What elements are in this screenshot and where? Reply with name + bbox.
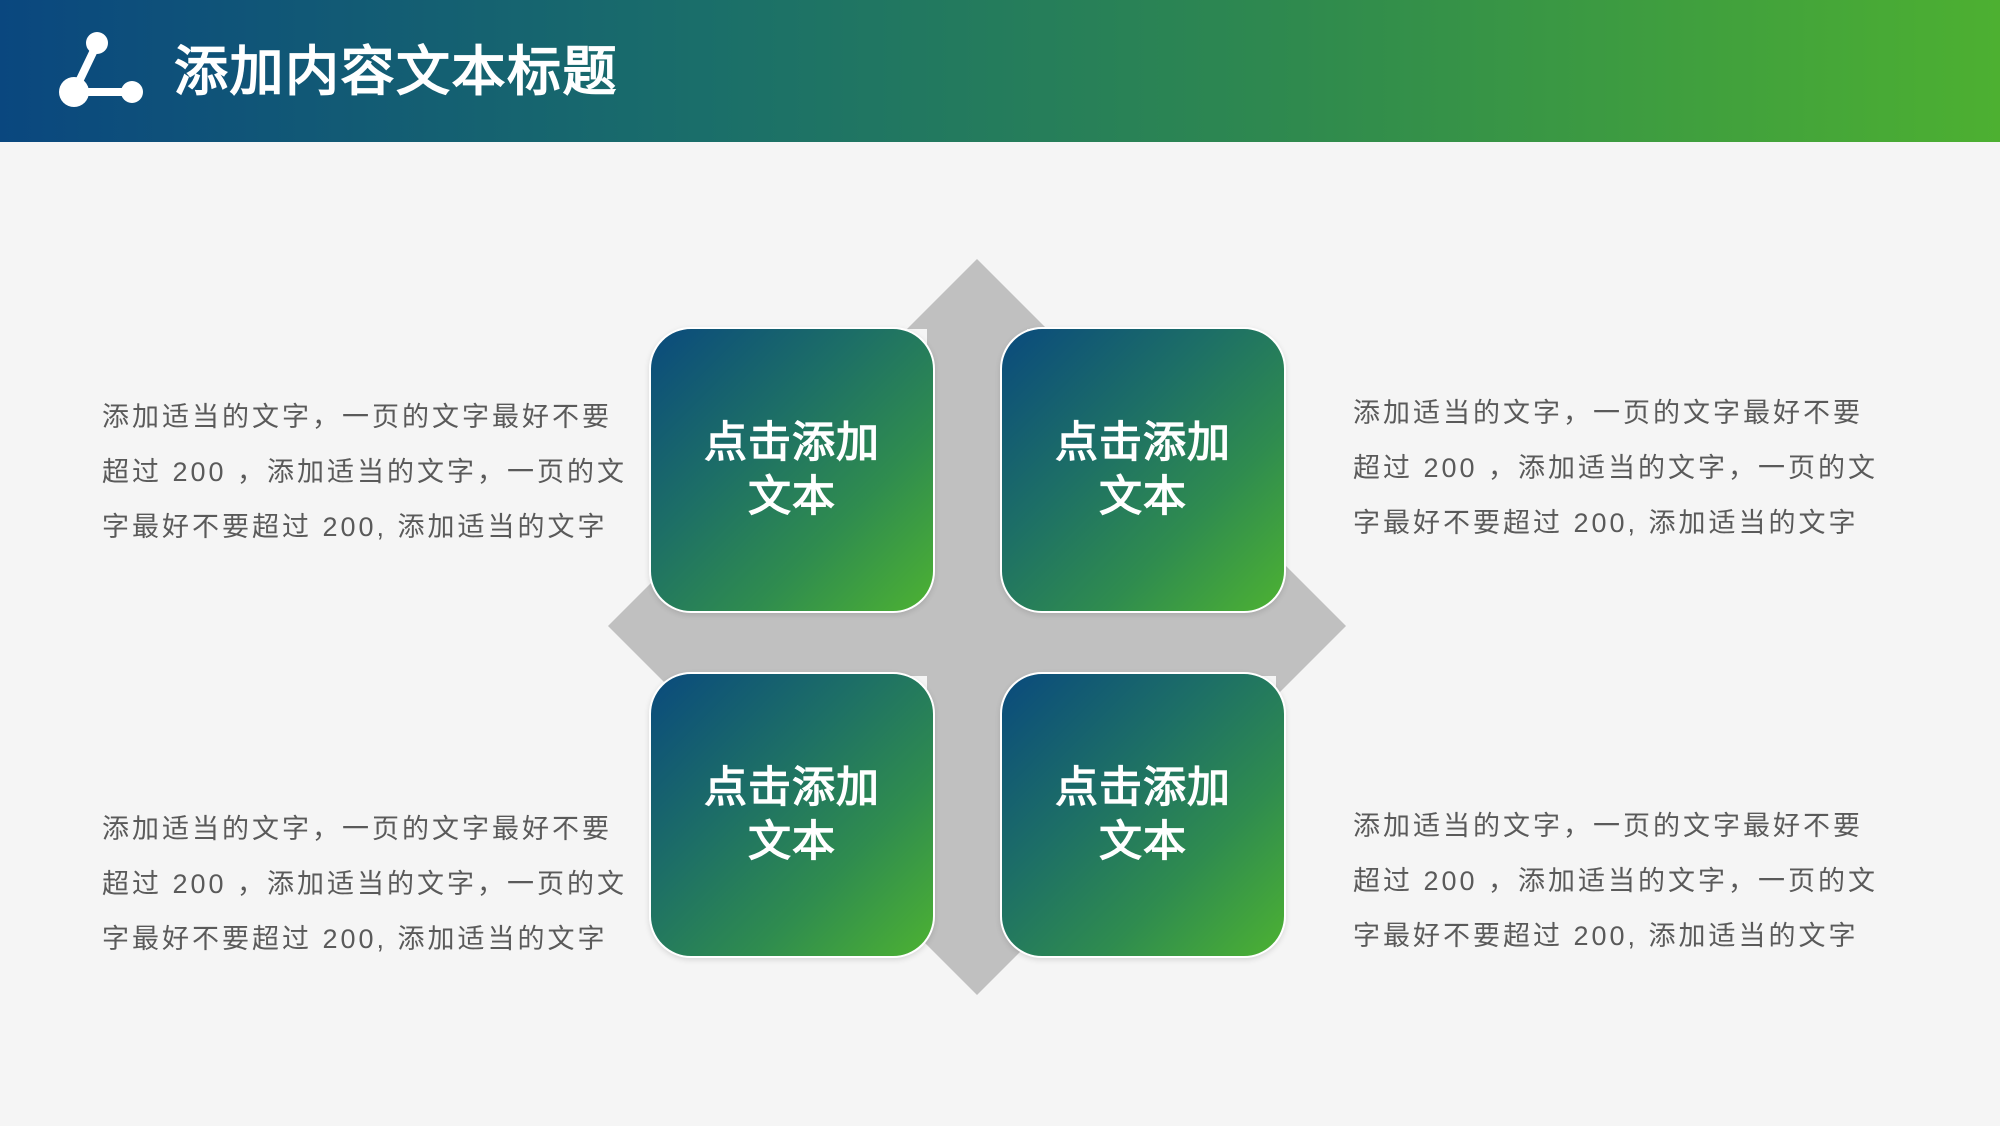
text-box-top-right[interactable]: 点击添加 文本 (1000, 327, 1286, 613)
page-title: 添加内容文本标题 (174, 42, 618, 102)
paragraph-line: 添加适当的文字，一页的文字最好不要 (102, 402, 612, 432)
box-label-line1: 点击添加 (704, 764, 880, 812)
box-label-line1: 点击添加 (704, 419, 880, 467)
text-box-bottom-right[interactable]: 点击添加 文本 (1000, 672, 1286, 958)
paragraph-top-left: 添加适当的文字，一页的文字最好不要 超过 200 ，添加适当的文字，一页的文 字… (102, 390, 627, 555)
box-label-line2: 文本 (1099, 473, 1187, 521)
cross-arrow-polygon (608, 259, 1346, 995)
text-box-bottom-left[interactable]: 点击添加 文本 (649, 672, 935, 958)
paragraph-bottom-left: 添加适当的文字，一页的文字最好不要 超过 200 ，添加适当的文字，一页的文 字… (102, 802, 627, 967)
paragraph-line: 超过 200 ，添加适当的文字，一页的文 (102, 457, 628, 487)
box-label-line2: 文本 (748, 818, 836, 866)
paragraph-line: 超过 200 ，添加适当的文字，一页的文 (1353, 866, 1879, 896)
paragraph-line: 字最好不要超过 200, 添加适当的文字 (102, 512, 608, 542)
paragraph-line: 字最好不要超过 200, 添加适当的文字 (1353, 921, 1859, 951)
molecule-icon (59, 32, 143, 107)
paragraph-top-right: 添加适当的文字，一页的文字最好不要 超过 200 ，添加适当的文字，一页的文 字… (1353, 386, 1878, 551)
box-label-line1: 点击添加 (1055, 764, 1231, 812)
paragraph-line: 字最好不要超过 200, 添加适当的文字 (1353, 508, 1859, 538)
paragraph-bottom-right: 添加适当的文字，一页的文字最好不要 超过 200 ，添加适当的文字，一页的文 字… (1353, 799, 1878, 964)
paragraph-line: 添加适当的文字，一页的文字最好不要 (1353, 398, 1863, 428)
paragraph-line: 字最好不要超过 200, 添加适当的文字 (102, 924, 608, 954)
text-box-top-left[interactable]: 点击添加 文本 (649, 327, 935, 613)
paragraph-line: 超过 200 ，添加适当的文字，一页的文 (1353, 453, 1879, 483)
paragraph-line: 添加适当的文字，一页的文字最好不要 (102, 814, 612, 844)
paragraph-line: 超过 200 ，添加适当的文字，一页的文 (102, 869, 628, 899)
header-bar: 添加内容文本标题 (0, 0, 2000, 142)
paragraph-line: 添加适当的文字，一页的文字最好不要 (1353, 811, 1863, 841)
box-label-line2: 文本 (748, 473, 836, 521)
box-label-line1: 点击添加 (1055, 419, 1231, 467)
box-label-line2: 文本 (1099, 818, 1187, 866)
